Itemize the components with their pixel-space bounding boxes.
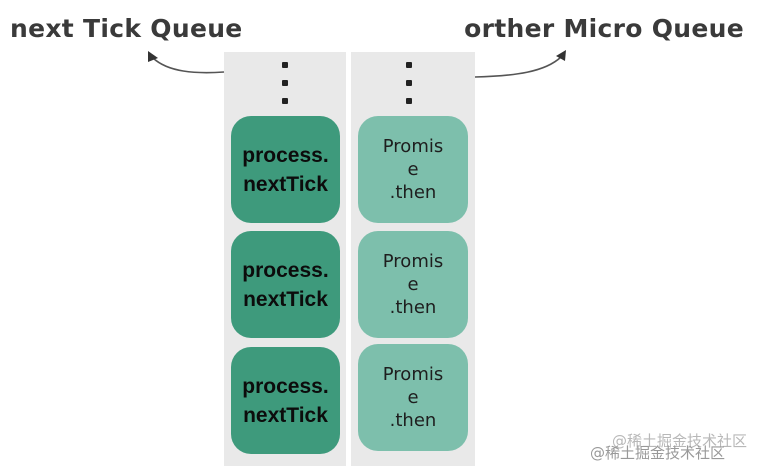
- promise-item-2: Promis e .then: [358, 231, 468, 338]
- watermark-text: @稀土掘金技术社区: [590, 444, 726, 462]
- next-tick-item-line1: process.: [242, 258, 329, 282]
- promise-item-3: Promis e .then: [358, 344, 468, 451]
- promise-item-line3: .then: [389, 297, 437, 318]
- next-tick-item-2: process. nextTick: [231, 231, 340, 338]
- promise-item-1: Promis e .then: [358, 116, 468, 223]
- ellipsis-next-tick: [280, 62, 290, 104]
- promise-item-line1: Promis: [382, 251, 444, 272]
- next-tick-item-line2: nextTick: [243, 287, 328, 311]
- promise-item-line2: e: [407, 387, 419, 408]
- next-tick-item-line1: process.: [242, 143, 329, 167]
- other-micro-queue-title: orther Micro Queue: [464, 14, 744, 43]
- promise-item-line3: .then: [389, 410, 437, 431]
- watermark-text: @稀土掘金技术社区: [612, 432, 748, 450]
- arrowhead-right: [556, 50, 566, 61]
- arrowhead-left: [148, 51, 158, 62]
- next-tick-item-3: process. nextTick: [231, 347, 340, 454]
- next-tick-item-line2: nextTick: [243, 172, 328, 196]
- column-divider: [346, 52, 351, 466]
- promise-item-line3: .then: [389, 182, 437, 203]
- next-tick-item-line2: nextTick: [243, 403, 328, 427]
- ellipsis-micro: [404, 62, 414, 104]
- next-tick-item-1: process. nextTick: [231, 116, 340, 223]
- arrow-to-micro-title: [474, 56, 562, 78]
- next-tick-item-line1: process.: [242, 374, 329, 398]
- promise-item-line2: e: [407, 159, 419, 180]
- promise-item-line1: Promis: [382, 136, 444, 157]
- promise-item-line2: e: [407, 274, 419, 295]
- next-tick-queue-title: next Tick Queue: [10, 14, 243, 43]
- promise-item-line1: Promis: [382, 364, 444, 385]
- arrow-to-next-tick-title: [152, 57, 225, 74]
